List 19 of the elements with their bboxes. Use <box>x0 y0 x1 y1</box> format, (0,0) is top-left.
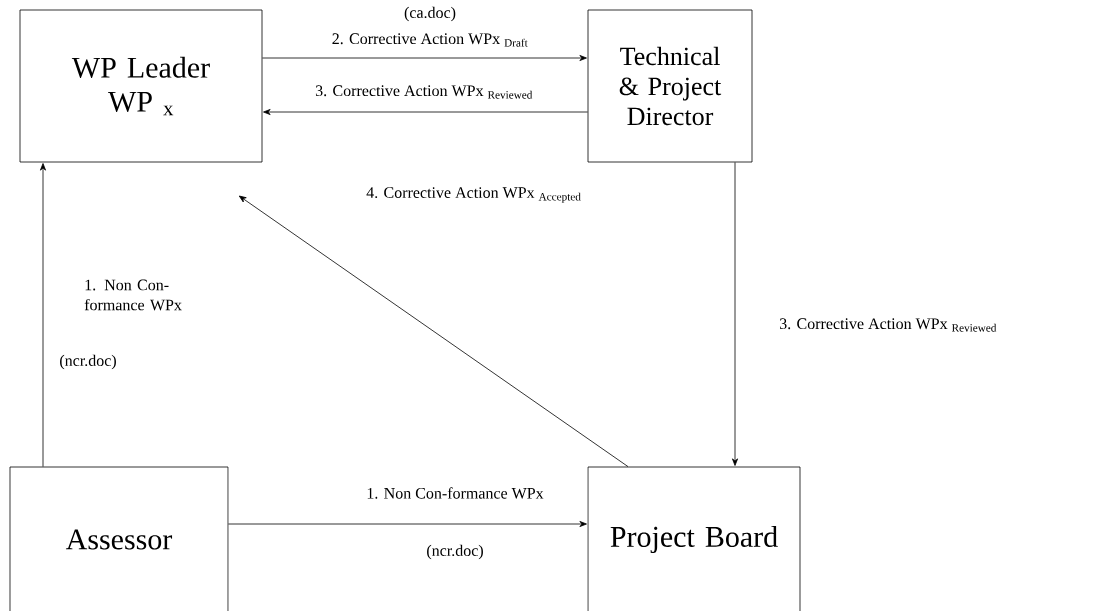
edge-label: 3. Corrective Action WPx $_{Reviewed}$ <box>778 317 998 333</box>
arrow <box>262 55 587 61</box>
file-name: (ncr.doc) <box>427 544 483 560</box>
edge-label: 2. Corrective Action WPx $_{Draft}$ <box>330 32 530 48</box>
edge-label: 1. Non Con-formance WPx <box>365 486 545 500</box>
file-name: (ncr.doc) <box>60 354 116 370</box>
arrow <box>238 195 629 467</box>
file-name: (ca.doc) <box>404 6 456 22</box>
arrow <box>263 109 588 115</box>
arrow <box>228 521 587 527</box>
process-box: Technical & Project Director <box>587 9 753 163</box>
edge-label: 4. Corrective Action WPx $_{Accepted}$ <box>365 186 583 204</box>
process-box: Assessor <box>9 466 229 611</box>
process-box: WP Leader WP $_{x}$ <box>19 9 263 163</box>
arrow <box>732 162 738 466</box>
edge-label: 3. Corrective Action WPx $_{Reviewed}$ <box>314 84 534 100</box>
edge-label: 1. Non Con- formance WPx <box>83 278 186 312</box>
process-box: Project Board <box>587 466 801 611</box>
arrow <box>40 163 46 467</box>
